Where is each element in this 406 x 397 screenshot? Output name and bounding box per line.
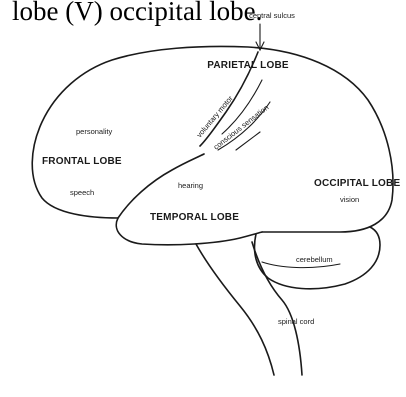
spinal-cord-label: spinal cord [278, 317, 314, 326]
frontal-lobe-label: FRONTAL LOBE [42, 156, 122, 167]
vision-label: vision [340, 195, 359, 204]
speech-label: speech [70, 188, 94, 197]
brainstem-front [196, 244, 274, 375]
brainstem-back [252, 242, 302, 375]
cerebrum-outline [32, 46, 393, 232]
caption-text: lobe (V) occipital lobe. [12, 0, 262, 26]
central-sulcus-label: central sulcus [249, 11, 295, 20]
hearing-label: hearing [178, 181, 203, 190]
personality-label: personality [76, 127, 113, 136]
temporal-lobe-label: TEMPORAL LOBE [150, 212, 239, 223]
parietal-lobe-label: PARIETAL LOBE [207, 60, 289, 71]
cerebellum-label: cerebellum [296, 255, 333, 264]
occipital-lobe-label: OCCIPITAL LOBE [314, 178, 400, 189]
